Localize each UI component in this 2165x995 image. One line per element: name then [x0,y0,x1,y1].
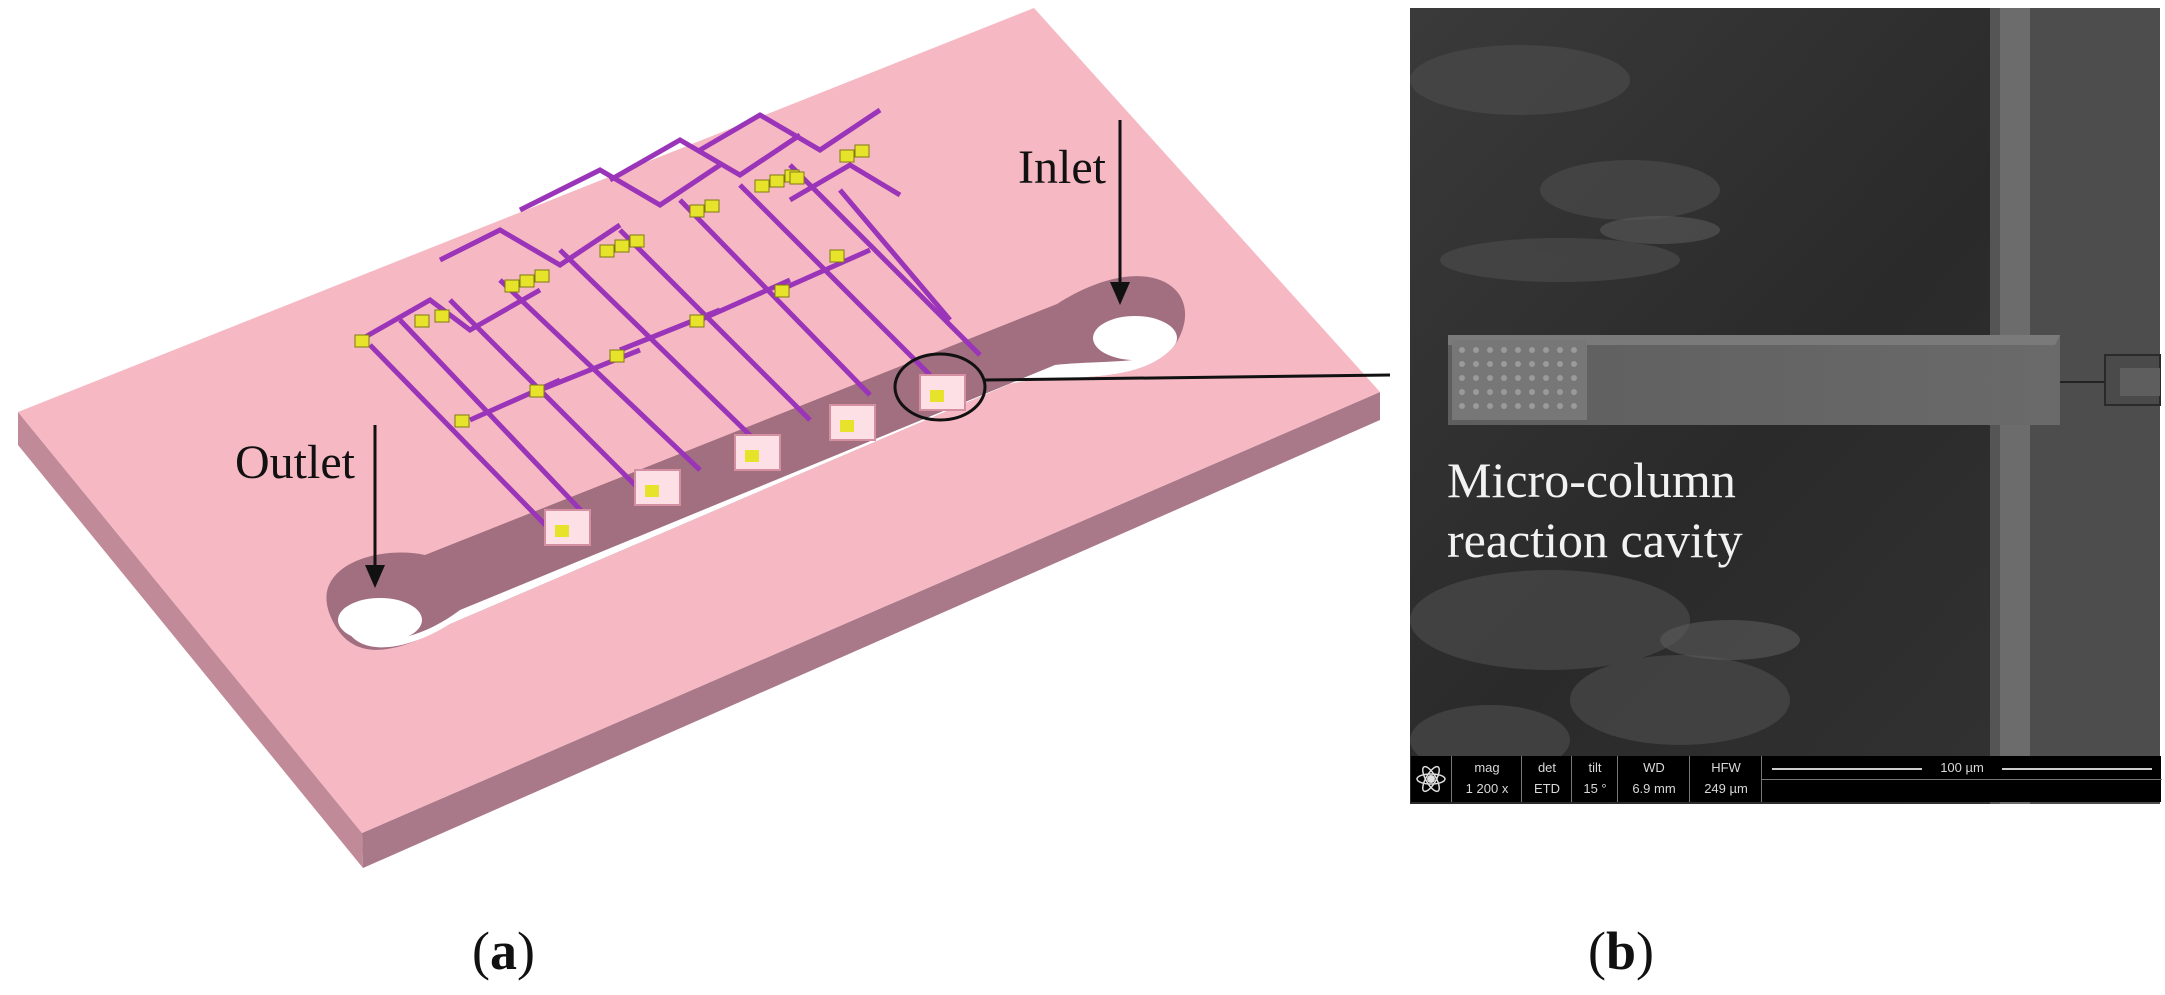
fei-logo-cell [1411,756,1451,802]
databar-mag-value: 1 200 x [1465,781,1509,796]
highlight-circle [893,352,987,422]
chip-front-face [18,412,363,868]
databar-mag-header: mag [1474,760,1500,775]
reaction-chambers [544,374,966,546]
scale-bar-line-left [1772,768,1922,770]
inlet-opening [1093,316,1177,360]
databar-hfw-header: HFW [1711,760,1741,775]
caption-b: (b) [1588,921,1655,981]
zoom-connector-arrow [984,373,1390,382]
databar-det-value: ETD [1534,781,1560,796]
inlet-label: Inlet [1018,141,1106,194]
caption-a: (a) [472,921,535,981]
databar-mag: mag 1 200 x [1451,756,1522,802]
fei-logo-icon [1416,765,1446,793]
inlet-arrowhead [1110,282,1130,305]
databar-tilt-value: 15 ° [1583,781,1607,796]
cantilever-beam [1448,335,2060,425]
databar-det-header: det [1537,760,1557,775]
sem-databar: mag 1 200 x det ETD tilt 15 ° WD 6.9 mm … [1411,756,2162,802]
chip-side-face [362,392,1380,868]
databar-scale: 100 µm [1761,756,2162,802]
databar-tilt-header: tilt [1588,760,1602,775]
databar-wd-value: 6.9 mm [1632,781,1676,796]
chip-3d-illustration [18,8,1390,868]
scale-bar-divider [1762,779,2162,780]
databar-hfw: HFW 249 µm [1689,756,1762,802]
micro-column-label-line1: Micro-column [1447,452,1736,508]
micro-column-label: Micro-column reaction cavity [1447,450,1743,570]
micro-column-label-line2: reaction cavity [1447,512,1743,568]
databar-wd-header: WD [1643,760,1665,775]
microchannel-floor [345,345,1175,648]
databar-det: det ETD [1521,756,1572,802]
sem-micrograph [1410,8,2161,804]
databar-wd: WD 6.9 mm [1617,756,1690,802]
outlet-arrowhead [365,565,385,588]
scale-bar-line-right [2002,768,2152,770]
outlet-label: Outlet [235,436,355,489]
scale-bar-label: 100 µm [1940,760,1984,775]
micro-columns [1459,347,1577,409]
databar-tilt: tilt 15 ° [1571,756,1618,802]
sensor-array [358,107,982,542]
contact-pads [354,144,870,428]
outlet-opening [338,598,422,642]
databar-hfw-value: 249 µm [1704,781,1748,796]
